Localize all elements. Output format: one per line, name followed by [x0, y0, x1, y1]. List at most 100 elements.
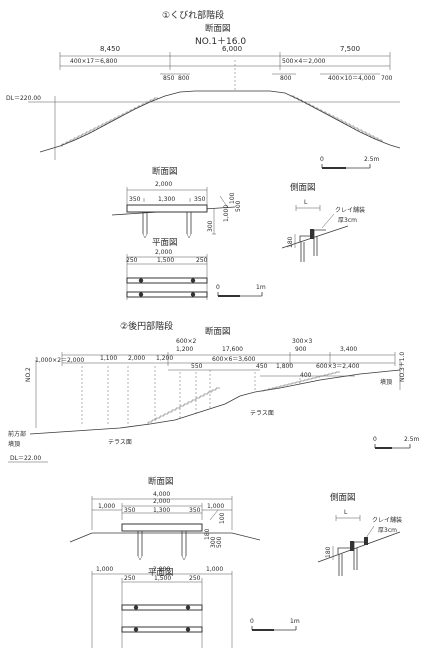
sec1-detail-side-dim-2: 300 — [207, 220, 214, 232]
sec1-dim-left-total: 8,450 — [100, 45, 120, 53]
sec2-front-label-2: 墳頂 — [8, 440, 20, 448]
sec1-side-label: 側面図 — [290, 182, 316, 193]
sec1-dim-right-steps-a: 500×4＝2,000 — [282, 58, 326, 65]
sec2-dim-17600: 17,600 — [222, 346, 243, 353]
sec2-front-label: 前方部 — [8, 430, 26, 438]
sec2-detail-side-dim-1: 100 — [219, 512, 226, 524]
sec1-scale-zero: 0 — [320, 156, 324, 163]
sec2-side-drawing — [317, 515, 401, 576]
sec1-side-note2: 厚3cm — [338, 217, 357, 224]
sec1-dim-left-b1: 850 — [163, 75, 175, 82]
sec2-dim-1100: 1,100 — [100, 355, 117, 362]
sec1-detail-side-dim-3: 1,000 — [223, 205, 230, 222]
sec2-dimension-lines — [61, 352, 396, 377]
sec2-detail-side-dim-2: 180 — [204, 528, 211, 540]
sec2-dim-600x6: 600×6＝3,600 — [212, 356, 256, 363]
sec2-side-dim: 180 — [325, 546, 332, 558]
sec2-dim-450: 450 — [256, 363, 268, 370]
sec2-detail-d1: 350 — [124, 507, 136, 514]
sec2-terrace2: テラス面 — [108, 439, 132, 446]
sec1-detail-section-drawing — [111, 187, 236, 239]
sec1-detail-d1: 350 — [129, 196, 141, 203]
sec1-view-label: 断面図 — [205, 23, 231, 34]
sec1-side-L: L — [304, 199, 308, 206]
sec1-plan-label: 平面図 — [152, 238, 178, 248]
sec1-side-note1: クレイ舗装 — [335, 206, 365, 214]
sec1-plan-width: 2,000 — [155, 249, 172, 256]
sec2-plan-p2: 1,500 — [154, 575, 171, 582]
sec1-side-dim: 180 — [287, 236, 294, 248]
sec1-detail-side-dim-1: 100 — [229, 192, 236, 204]
sec1-detail-side-dim-4: 500 — [235, 200, 242, 212]
sec1-dim-right-steps-b: 400×10＝4,000 — [328, 75, 375, 82]
sec2-terrace1: テラス面 — [250, 410, 274, 417]
sec1-dim-right-total: 7,500 — [340, 45, 360, 53]
sec1-dl-label: DL＝220.00 — [6, 95, 41, 102]
sec2-detail-w-mid: 2,000 — [153, 498, 170, 505]
sec2-scale-bar — [374, 444, 411, 449]
sec2-dim-1000x2: 1,000×2＝2,000 — [35, 357, 84, 364]
sec1-detail-scale-label: 1m — [256, 284, 266, 291]
sec1-title: ①くびれ部階段 — [162, 9, 224, 21]
sec2-detail-left: 1,000 — [98, 503, 115, 510]
sec2-side-note1: クレイ舗装 — [372, 516, 402, 524]
sec2-side-L: L — [344, 509, 348, 516]
sec2-plan-mid: 2,000 — [153, 566, 170, 573]
sec2-plan-label: 平面図 — [148, 568, 174, 578]
sec2-no2: NO.2 — [25, 367, 32, 382]
sec2-scale-label: 2.5m — [404, 436, 420, 443]
sec1-dim-left-b2: 800 — [178, 75, 190, 82]
sec2-detail-right: 1,000 — [207, 503, 224, 510]
sec1-plan-drawing — [126, 254, 208, 300]
sec1-plan-p3: 250 — [196, 257, 208, 264]
sec2-dim-1200: 1,200 — [176, 346, 193, 353]
sec1-dimension-lines — [59, 52, 391, 92]
sec2-dim-550: 550 — [191, 363, 203, 370]
sec2-dim-1200b: 1,200 — [156, 355, 173, 362]
sec2-dim-900: 900 — [295, 346, 307, 353]
sec1-detail-scale-bar — [217, 292, 263, 297]
sec2-plan-drawing — [91, 571, 233, 648]
sec1-dim-left-steps: 400×17＝6,800 — [70, 58, 117, 65]
sec2-scale-zero: 0 — [373, 436, 377, 443]
sec1-scale-bar — [321, 164, 371, 169]
sec1-mound-profile — [28, 90, 401, 160]
sec1-scale-label: 2.5m — [364, 156, 380, 163]
sec1-detail-d2: 1,300 — [158, 196, 175, 203]
sec2-plan-right: 1,000 — [206, 566, 223, 573]
sec2-plan-left: 1,000 — [96, 566, 113, 573]
sec2-plan-p3: 250 — [189, 575, 201, 582]
sec2-dim-300x3: 300×3 — [292, 338, 312, 345]
sec2-dim-600x2: 600×2 — [176, 338, 196, 345]
sec1-side-drawing — [281, 205, 349, 262]
sec2-dim-2000: 2,000 — [128, 355, 145, 362]
sec2-stair-profile — [29, 360, 401, 435]
sec2-detail-w-total: 4,000 — [153, 491, 170, 498]
sec2-plan-p1: 250 — [124, 575, 136, 582]
sec2-title: ②後円部階段 — [120, 320, 173, 332]
sec2-detail-d2: 1,300 — [153, 507, 170, 514]
sec2-detail-section-label: 断面図 — [148, 476, 174, 487]
sec2-dim-600x3: 600×3＝2,400 — [316, 363, 360, 370]
sec2-dl-label: DL＝22.00 — [10, 455, 41, 462]
sec1-detail-section-label: 断面図 — [152, 166, 178, 177]
sec1-plan-p2: 1,500 — [157, 257, 174, 264]
sec2-side-label: 側面図 — [330, 492, 356, 503]
sec2-detail-scale-label: 1m — [290, 618, 300, 625]
sec1-detail-scale-zero: 0 — [216, 284, 220, 291]
sec2-side-note2: 厚3cm — [378, 527, 397, 534]
sec2-no3: NO.3＋1.0 — [399, 352, 406, 382]
sec2-detail-scale-zero: 0 — [250, 618, 254, 625]
sec2-top-label: 墳頂 — [380, 378, 392, 386]
sec2-detail-side-dim-3: 300 — [210, 536, 217, 548]
sec2-detail-d3: 350 — [189, 507, 201, 514]
sec1-dim-center: 6,000 — [222, 45, 242, 53]
sec1-dim-right-b2: 700 — [381, 75, 393, 82]
sec2-detail-scale-bar — [251, 626, 297, 631]
sec1-detail-d3: 350 — [194, 196, 206, 203]
sec2-detail-section-drawing — [69, 496, 261, 561]
sec1-station: NO.1＋16.0 — [195, 36, 246, 47]
sec2-detail-side-dim-4: 500 — [216, 536, 223, 548]
sec1-plan-p1: 250 — [126, 257, 138, 264]
